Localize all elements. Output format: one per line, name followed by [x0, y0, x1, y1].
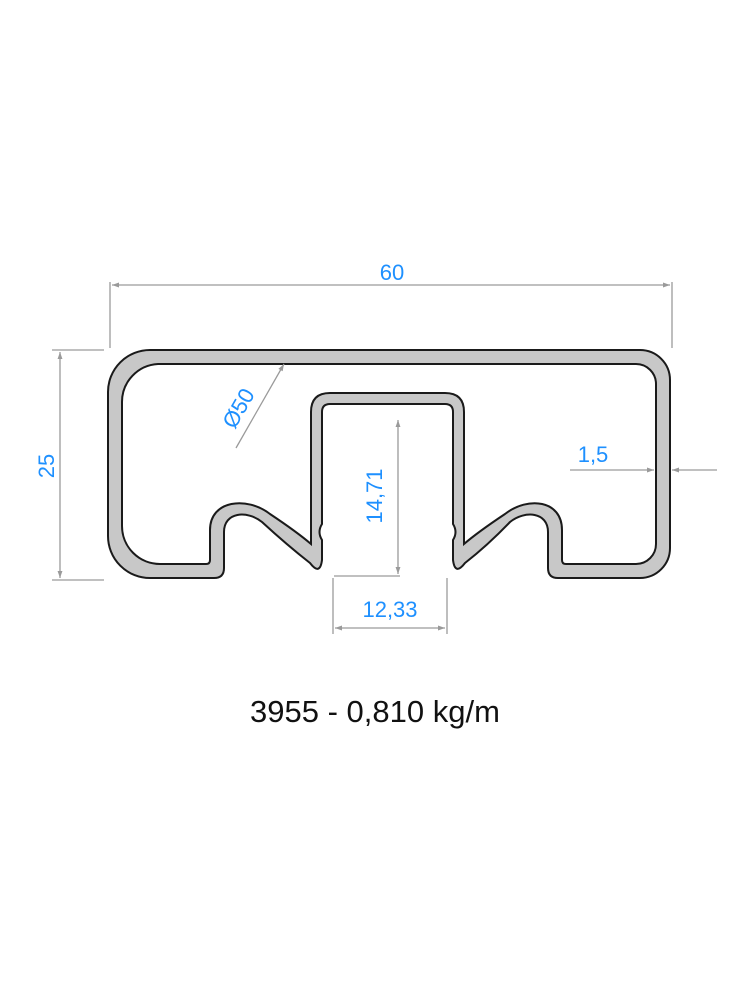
slot-width-dimension	[332, 578, 448, 634]
wall-thickness-label: 1,5	[578, 442, 609, 467]
slot-depth-dimension	[334, 420, 401, 577]
height-dimension-label: 25	[34, 454, 59, 478]
slot-width-label: 12,33	[362, 597, 417, 622]
profile-section	[107, 349, 671, 579]
radius-dimension-label: Ø50	[217, 384, 259, 433]
width-dimension	[109, 282, 673, 348]
height-dimension	[52, 349, 104, 581]
radius-leader	[235, 363, 285, 449]
profile-caption: 3955 - 0,810 kg/m	[250, 694, 500, 729]
width-dimension-label: 60	[380, 260, 404, 285]
slot-depth-label: 14,71	[362, 468, 387, 523]
